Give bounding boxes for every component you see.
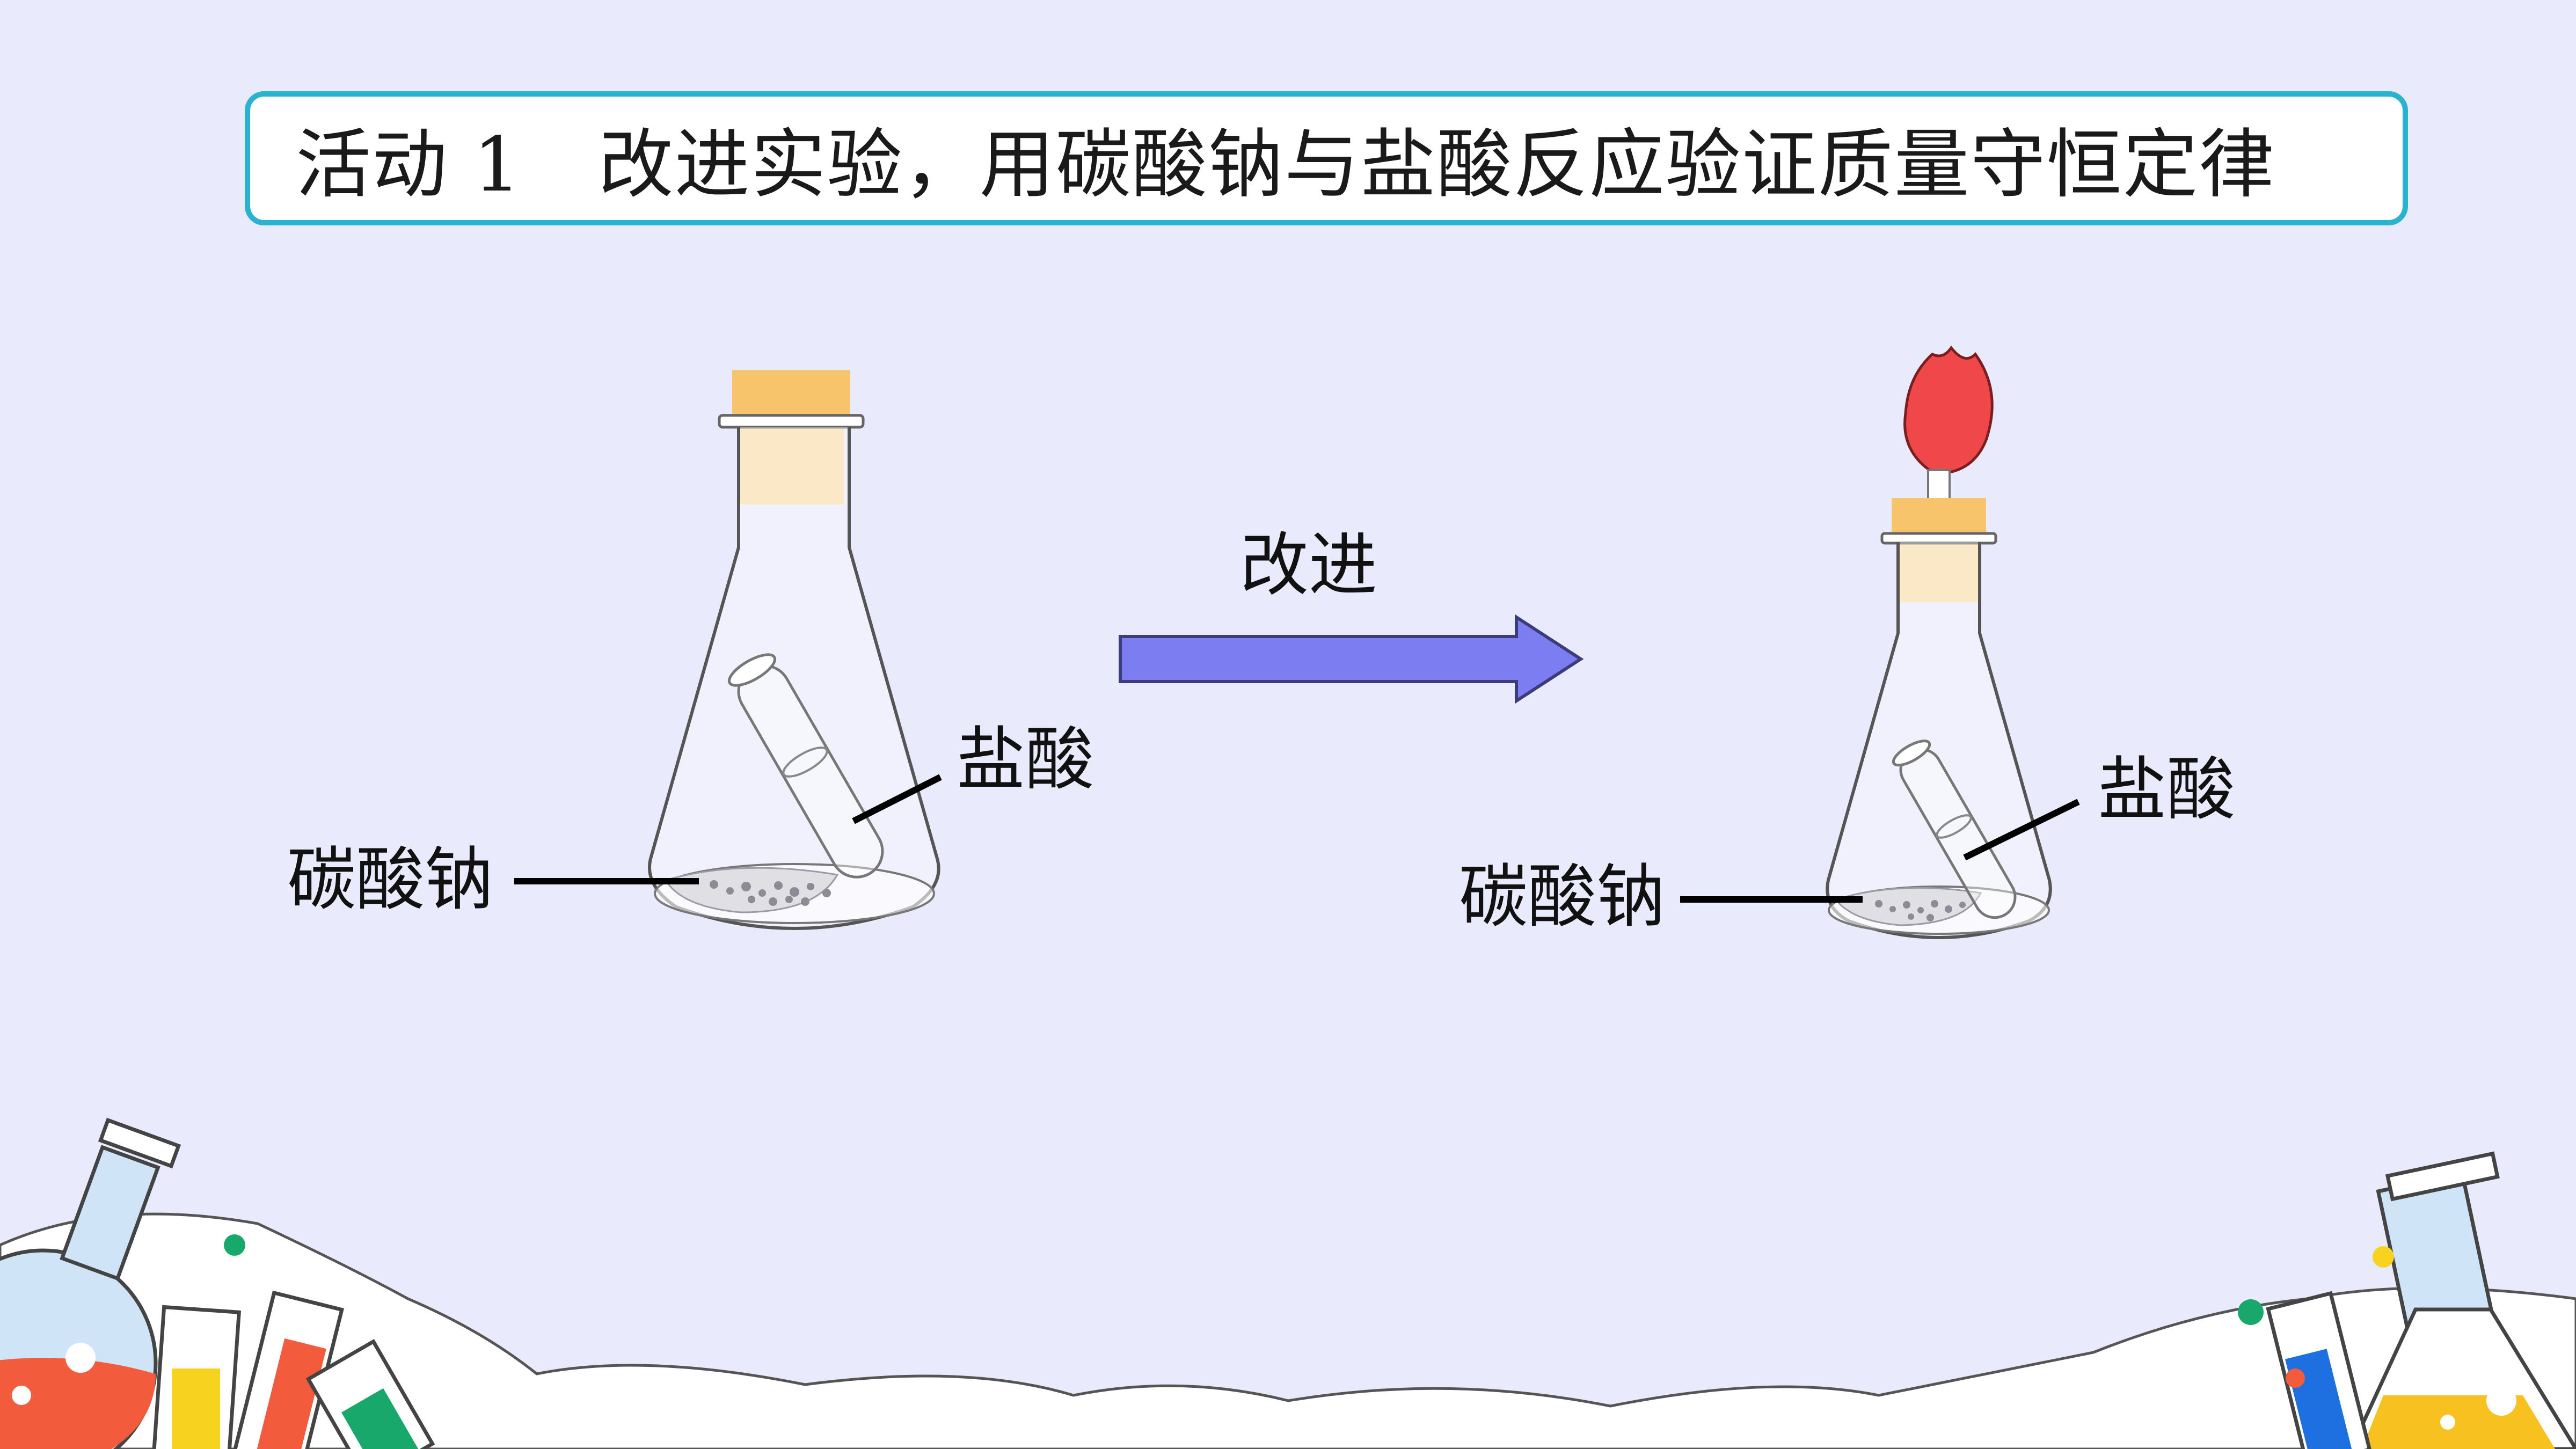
decor-right-glassware (2238, 1151, 2576, 1449)
left-solid-label: 碳酸钠 (287, 840, 494, 920)
left-acid-label: 盐酸 (957, 720, 1094, 800)
left-test-tube (727, 653, 884, 879)
improve-arrow-icon (1119, 614, 1584, 704)
arrow-label: 改进 (1240, 525, 1378, 605)
balloon-neck (1927, 469, 1951, 501)
left-flask (648, 370, 940, 930)
balloon-icon (1903, 345, 1994, 474)
title-box: 活动 1 改进实验，用碳酸钠与盐酸反应验证质量守恒定律 (245, 91, 2408, 225)
left-stopper-rim (718, 414, 865, 429)
page-title: 活动 1 改进实验，用碳酸钠与盐酸反应验证质量守恒定律 (296, 121, 2275, 209)
right-acid-label: 盐酸 (2098, 750, 2236, 830)
right-stopper-rim (1880, 532, 1997, 545)
left-acid-leader (852, 774, 942, 824)
right-flask (1826, 345, 2052, 939)
right-stopper-top (1892, 498, 1986, 539)
right-acid-leader (1963, 799, 2080, 861)
left-flask-body (648, 427, 940, 930)
decor-left-glassware (0, 1117, 435, 1449)
right-powder-grains (1875, 900, 1966, 921)
right-flask-body (1826, 542, 2052, 939)
right-stopper-bottom (1898, 539, 1980, 602)
left-powder (664, 867, 839, 913)
bottom-cloud-band (0, 1212, 2576, 1449)
left-stopper-bottom (739, 424, 844, 504)
left-powder-grains (710, 880, 831, 906)
right-solid-label: 碳酸钠 (1459, 857, 1666, 937)
right-test-tube (1892, 740, 2017, 919)
